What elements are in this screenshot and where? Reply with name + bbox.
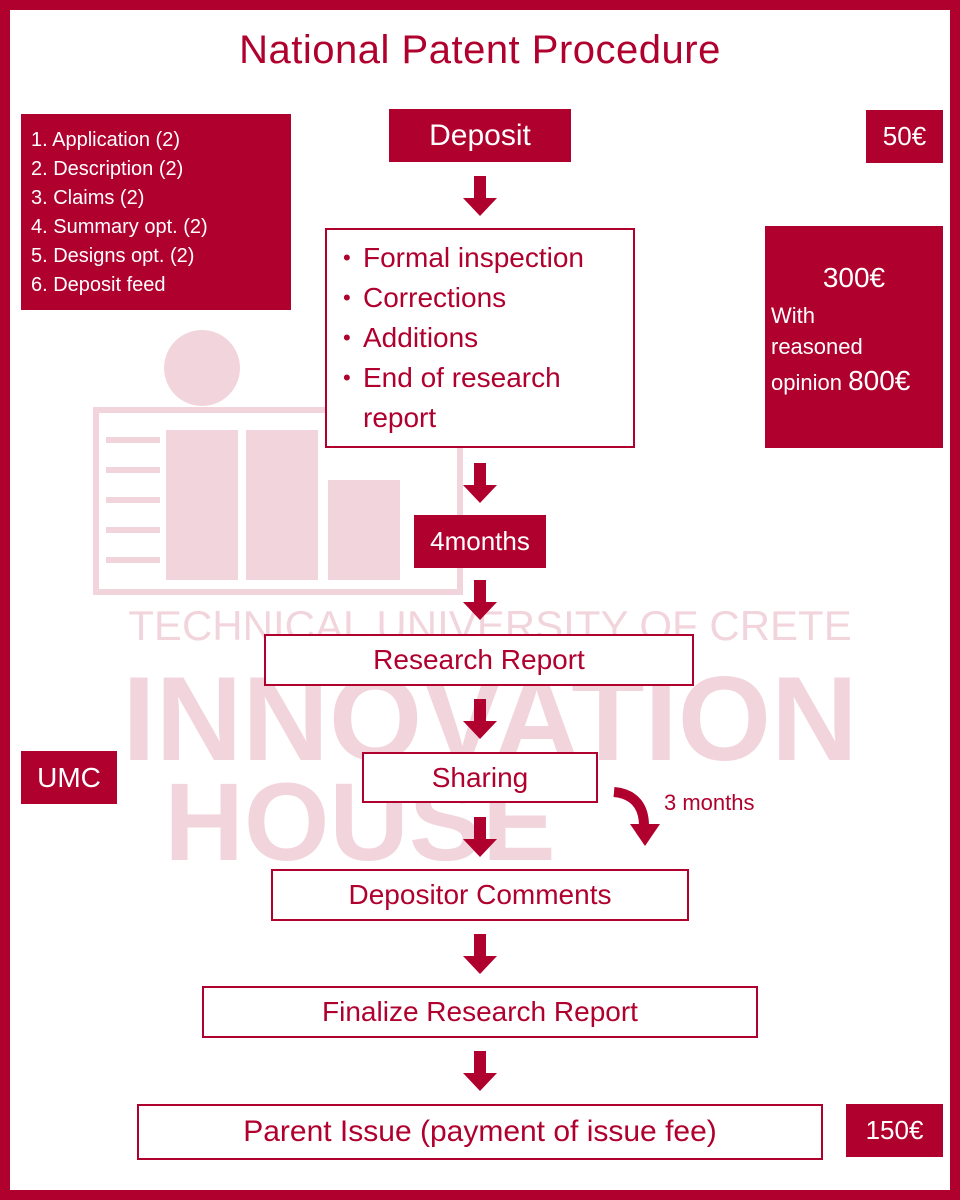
deposit-fee: 50€ [882,121,927,151]
down-arrow-icon [463,934,497,974]
patent-issue-label: Parent Issue (payment of issue fee) [243,1115,717,1148]
page-title: National Patent Procedure [239,28,721,72]
finalize-report-label: Finalize Research Report [322,996,638,1027]
documents-list: 1. Application (2) 2. Description (2) 3.… [31,126,291,300]
research-report-step: Research Report [264,634,694,686]
research-fee-opinion-line: opinion 800€ [771,362,943,402]
depositor-comments-label: Depositor Comments [348,879,612,910]
depositor-comments-step: Depositor Comments [271,869,689,921]
deposit-step: Deposit [389,109,571,162]
umc-badge: UMC [21,751,117,804]
patent-issue-step: Parent Issue (payment of issue fee) [137,1104,823,1160]
deposit-label: Deposit [429,118,531,152]
down-arrow-icon [463,1051,497,1091]
documents-list-item: 1. Application (2) [31,129,180,151]
finalize-report-step: Finalize Research Report [202,986,758,1038]
research-report-label: Research Report [373,644,585,675]
curved-arrow-icon [613,787,660,846]
checks-list-item: Corrections [335,278,633,318]
sharing-label: Sharing [431,761,529,793]
duration-badge: 4months [414,515,546,568]
down-arrow-icon [463,580,497,620]
issue-fee-badge: 150€ [846,1104,943,1157]
down-arrow-icon [463,176,497,216]
research-fee-note: opinion [771,370,842,395]
documents-list-item: 6. Deposit feed [31,274,166,296]
research-opinion-fee: 800€ [848,365,911,396]
down-arrow-icon [463,463,497,503]
checks-list: Formal inspection Corrections Additions … [335,238,633,438]
duration-label: 4months [430,526,530,556]
checks-list-item: Formal inspection [335,238,633,278]
umc-label: UMC [37,761,101,793]
comment-period-label: 3 months [664,790,755,815]
research-fee: 300€ [822,262,886,293]
documents-box: 1. Application (2) 2. Description (2) 3.… [21,114,291,310]
documents-list-item: 3. Claims (2) [31,187,145,209]
down-arrow-icon [463,699,497,739]
checks-list-item: Additions [335,318,633,358]
documents-list-item: 2. Description (2) [31,158,184,180]
research-fee-note: With [771,303,815,328]
research-fee-box: 300€ With reasoned opinion 800€ [765,226,943,448]
issue-fee: 150€ [865,1115,924,1145]
documents-list-item: 5. Designs opt. (2) [31,245,195,267]
deposit-fee-badge: 50€ [866,110,943,163]
sharing-step: Sharing [362,752,598,803]
checks-box: Formal inspection Corrections Additions … [325,228,635,448]
documents-list-item: 4. Summary opt. (2) [31,216,208,238]
research-fee-note: reasoned [771,334,863,359]
checks-list-item: End of research report [335,358,613,438]
down-arrow-icon [463,817,497,857]
